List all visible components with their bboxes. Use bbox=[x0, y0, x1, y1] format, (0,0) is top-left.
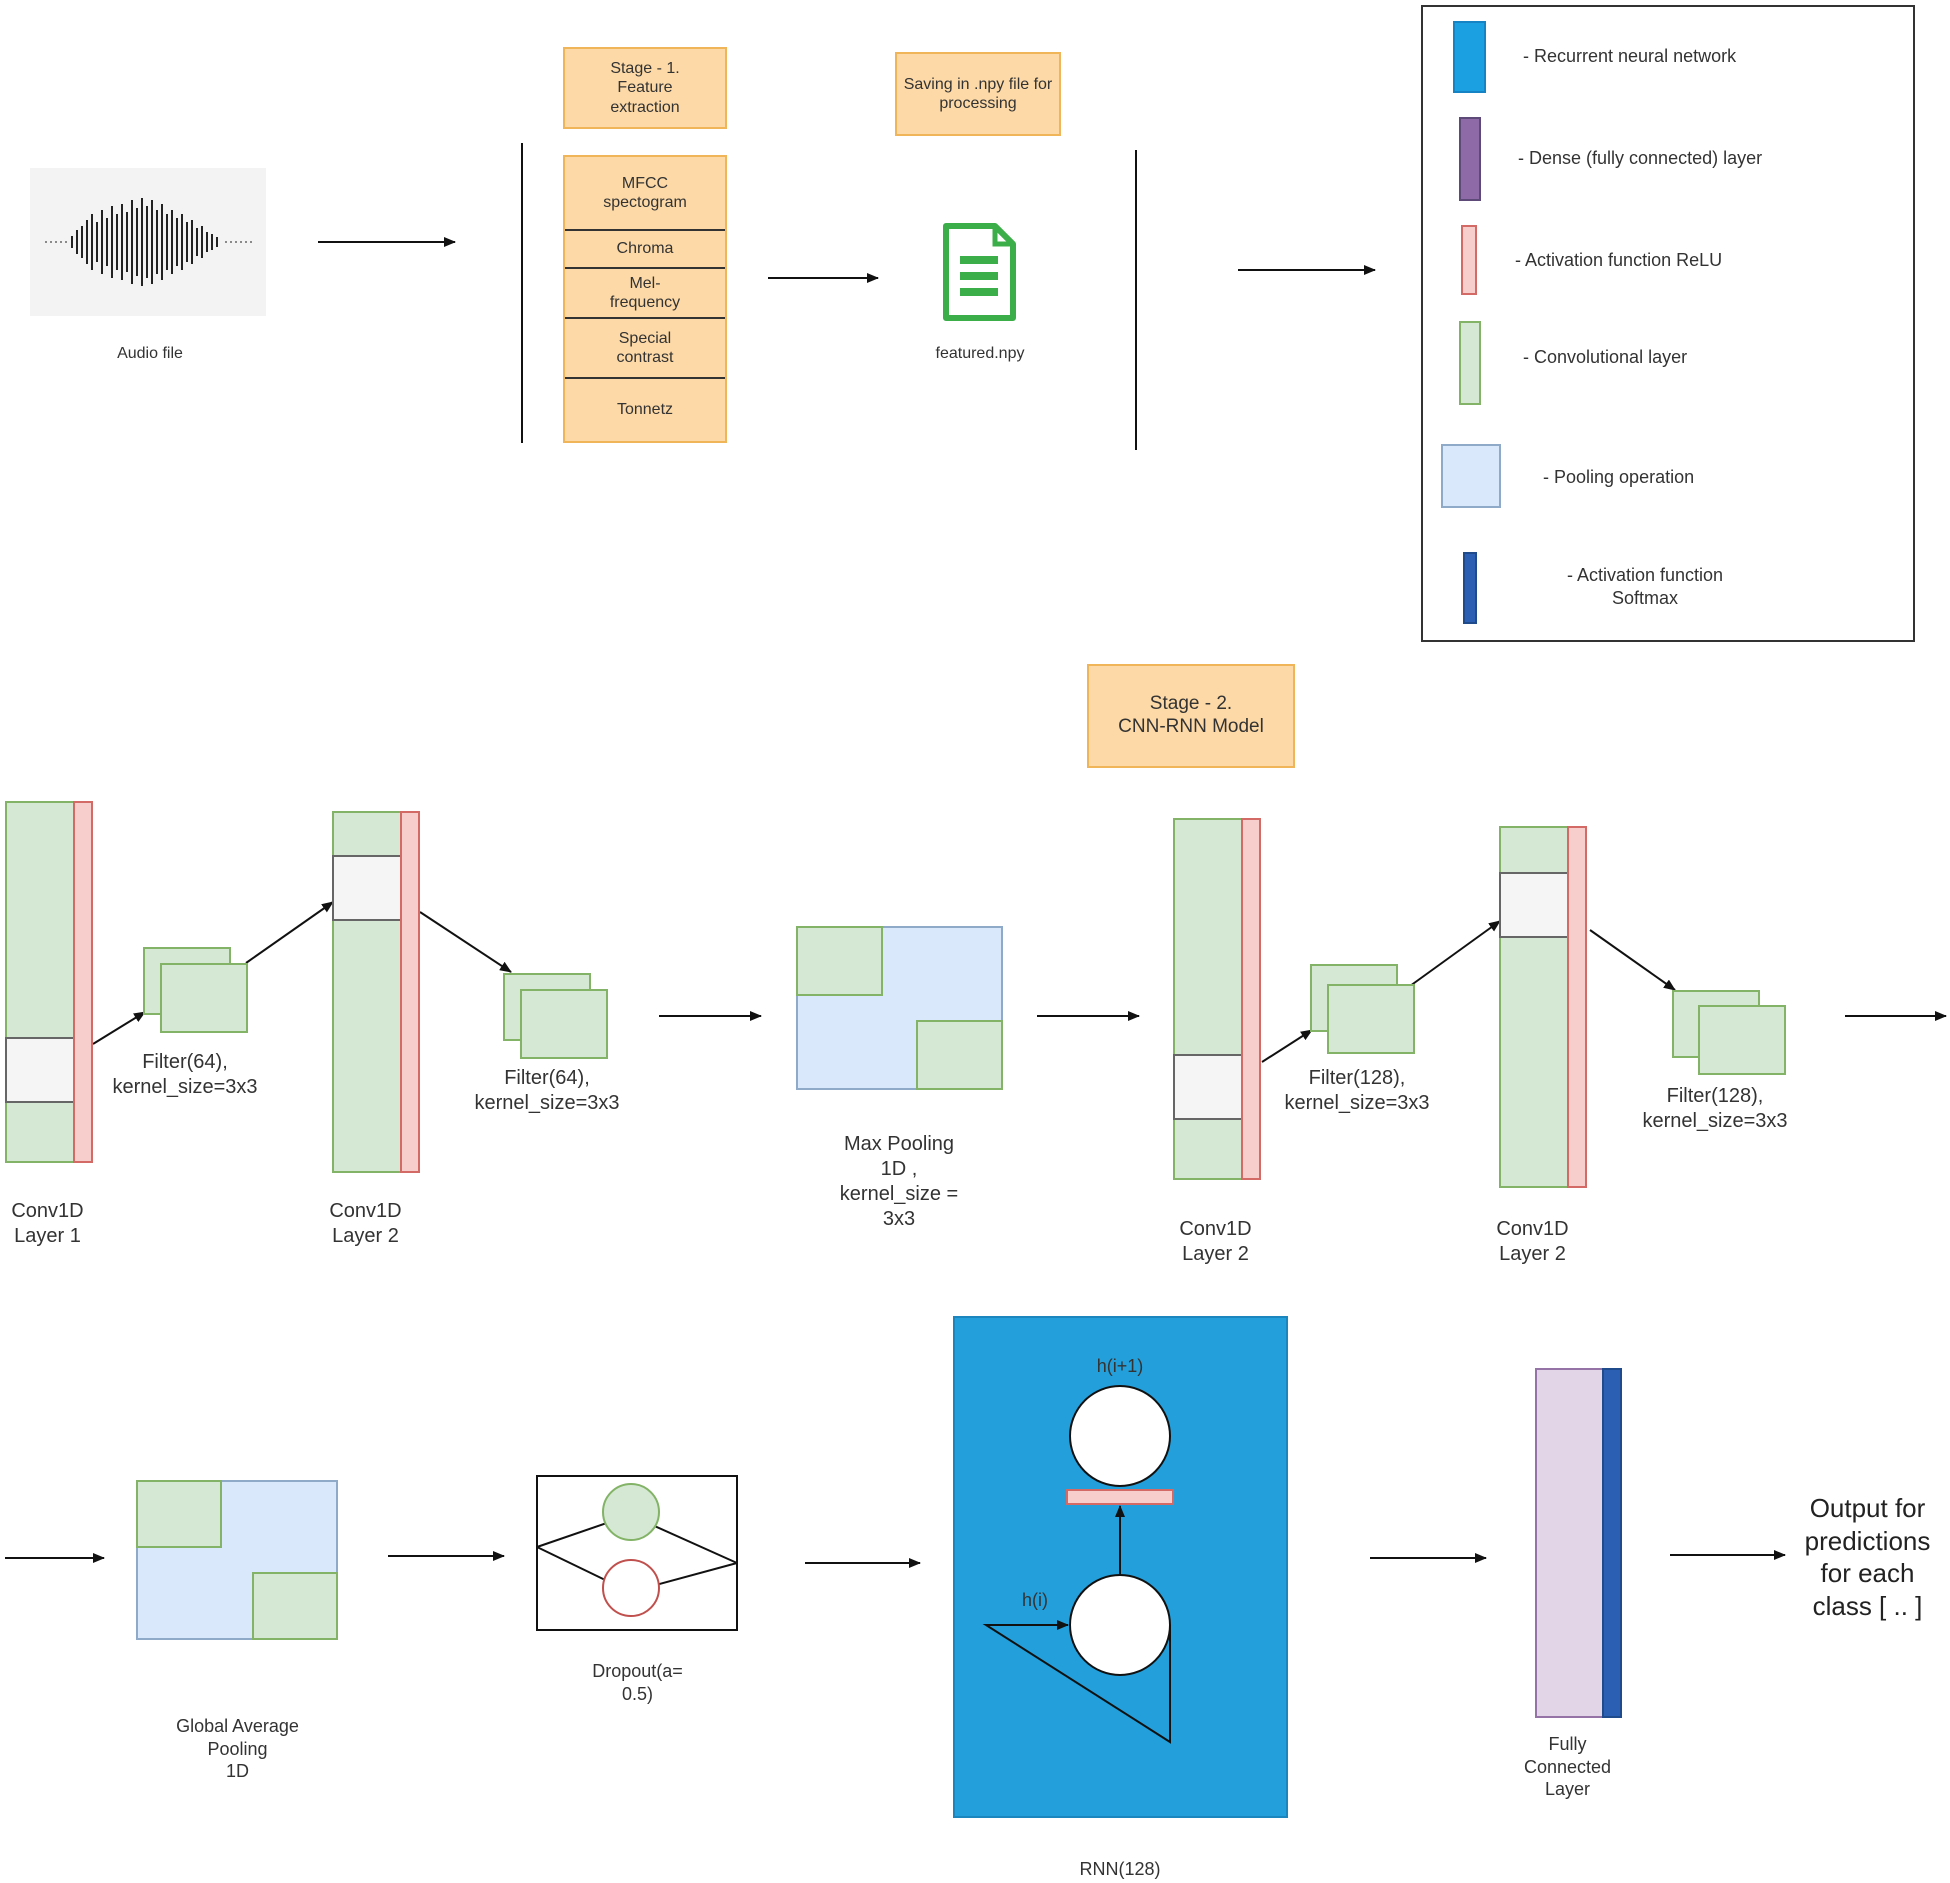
conv-layer-b-window bbox=[332, 855, 402, 921]
legend-label-relu: - Activation function ReLU bbox=[1515, 250, 1723, 270]
conv-layer-a-label: Conv1D Layer 1 bbox=[11, 1200, 84, 1247]
filter-a-front bbox=[160, 963, 248, 1033]
relu-d bbox=[1567, 826, 1587, 1188]
stage2-title-box: Stage - 2. CNN-RNN Model bbox=[1087, 664, 1295, 768]
conv-layer-c bbox=[1173, 818, 1243, 1180]
maxpool-label: Max Pooling 1D , kernel_size = 3x3 bbox=[839, 1133, 959, 1230]
feature-contrast: Special contrast bbox=[565, 317, 725, 377]
conv-layer-a-window bbox=[5, 1037, 75, 1103]
feature-chroma: Chroma bbox=[565, 229, 725, 267]
filter-b-front bbox=[520, 989, 608, 1059]
legend-swatch-rnn bbox=[1453, 21, 1486, 93]
rnn-label: RNN(128) bbox=[1079, 1859, 1161, 1879]
relu-b bbox=[400, 811, 420, 1173]
dropout-diagram bbox=[536, 1475, 738, 1631]
filter-c-front bbox=[1327, 984, 1415, 1054]
legend-label-rnn: - Recurrent neural network bbox=[1523, 46, 1737, 66]
rnn-top-label: h(i+1) bbox=[1096, 1356, 1144, 1376]
rnn-block bbox=[953, 1316, 1288, 1818]
fc-layer bbox=[1535, 1368, 1605, 1718]
legend-swatch-softmax bbox=[1463, 552, 1477, 624]
legend-swatch-dense bbox=[1459, 117, 1481, 201]
gap-label: Global Average Pooling 1D bbox=[176, 1716, 299, 1781]
feature-mel: Mel- frequency bbox=[565, 267, 725, 317]
legend-swatch-conv bbox=[1459, 321, 1481, 405]
feature-mfcc: MFCC spectogram bbox=[603, 174, 687, 211]
legend-swatch-pooling bbox=[1441, 444, 1501, 508]
file-icon bbox=[943, 223, 1016, 321]
gap-cell-a bbox=[136, 1480, 222, 1548]
legend-label-pooling: - Pooling operation bbox=[1543, 467, 1695, 487]
legend-label-softmax: - Activation function Softmax bbox=[1566, 565, 1724, 608]
conv-layer-c-label: Conv1D Layer 2 bbox=[1179, 1218, 1252, 1265]
saving-note-box: Saving in .npy file for processing bbox=[895, 52, 1061, 136]
legend: - Recurrent neural network - Dense (full… bbox=[1421, 5, 1915, 642]
audio-file-label: Audio file bbox=[117, 345, 183, 362]
conv-layer-d-label: Conv1D Layer 2 bbox=[1496, 1218, 1569, 1265]
features-list: MFCC spectogram Chroma Mel- frequency Sp… bbox=[563, 155, 727, 443]
legend-label-conv: - Convolutional layer bbox=[1523, 347, 1688, 367]
file-label: featured.npy bbox=[935, 345, 1025, 362]
filter-b-label: Filter(64), kernel_size=3x3 bbox=[474, 1067, 620, 1114]
rnn-input-label: h(i) bbox=[1022, 1590, 1048, 1610]
filter-a-label: Filter(64), kernel_size=3x3 bbox=[112, 1051, 258, 1098]
conv-layer-c-window bbox=[1173, 1054, 1243, 1120]
filter-d-front bbox=[1698, 1005, 1786, 1075]
relu-c bbox=[1241, 818, 1261, 1180]
audio-waveform-icon bbox=[30, 168, 266, 316]
legend-label-dense: - Dense (fully connected) layer bbox=[1518, 148, 1763, 168]
output-label: Output for predictions for each class [ … bbox=[1804, 1493, 1931, 1621]
maxpool-cell-b bbox=[916, 1020, 1003, 1090]
dropout-label: Dropout(a= 0.5) bbox=[592, 1661, 683, 1704]
gap-cell-b bbox=[252, 1572, 338, 1640]
conv-layer-d-window bbox=[1499, 872, 1569, 938]
stage1-title-box: Stage - 1. Feature extraction bbox=[563, 47, 727, 129]
relu-a bbox=[73, 801, 93, 1163]
conv-layer-b-label: Conv1D Layer 2 bbox=[329, 1200, 402, 1247]
softmax-bar bbox=[1602, 1368, 1622, 1718]
conv-layer-a bbox=[5, 801, 75, 1163]
filter-c-label: Filter(128), kernel_size=3x3 bbox=[1284, 1067, 1430, 1114]
fc-label: Fully Connected Layer bbox=[1523, 1734, 1612, 1799]
maxpool-cell-a bbox=[796, 926, 883, 996]
feature-tonnetz: Tonnetz bbox=[565, 377, 725, 441]
legend-swatch-relu bbox=[1461, 225, 1477, 295]
filter-d-label: Filter(128), kernel_size=3x3 bbox=[1642, 1085, 1788, 1132]
